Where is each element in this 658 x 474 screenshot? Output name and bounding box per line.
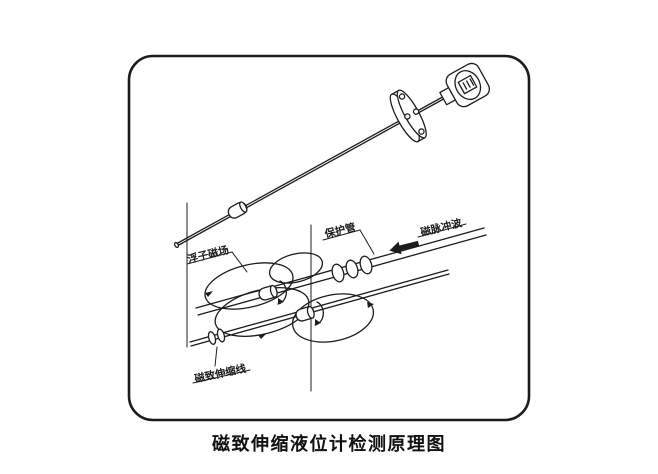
- pulse-coil-icon: [331, 255, 373, 283]
- digital-display-icon: [457, 74, 478, 95]
- field-arrowhead-icon: [367, 302, 374, 308]
- float: [227, 201, 248, 219]
- bolt-hole-icon: [412, 108, 420, 115]
- wire-ring: [207, 328, 226, 345]
- pulse-left-arrow-icon: [389, 240, 420, 255]
- bolt-hole-icon: [418, 128, 425, 135]
- diagram-caption: 磁致伸缩液位计检测原理图: [212, 434, 446, 455]
- magnet-cylinder-left: [258, 280, 287, 305]
- bolt-hole-icon: [404, 113, 411, 120]
- twist-arrowhead-icon: [278, 298, 284, 304]
- field-arrowhead-icon: [205, 291, 213, 297]
- field-arrowhead-icon: [258, 334, 266, 339]
- bolt-hole-icon: [398, 93, 406, 100]
- label-leader-lines: [186, 223, 467, 384]
- magnetostrictive-wire: [189, 269, 450, 347]
- transmitter-head: [439, 62, 490, 108]
- magnet-cylinder-right: [295, 301, 324, 326]
- float-field-loops: [204, 252, 375, 343]
- flange: [389, 89, 427, 143]
- twist-arrowhead-icon: [315, 319, 321, 325]
